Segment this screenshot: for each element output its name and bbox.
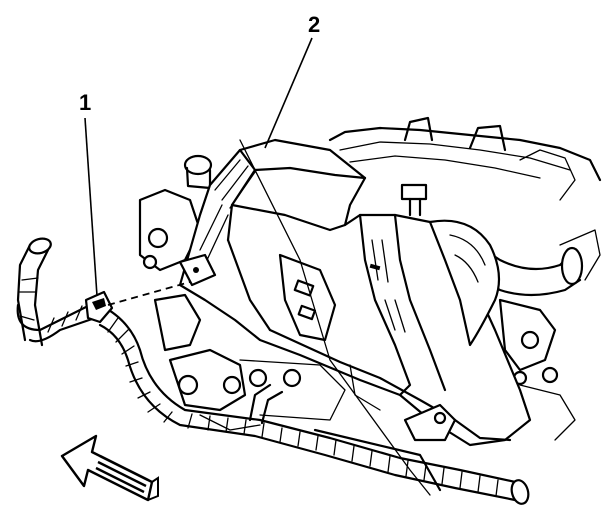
callout-2-label: 2 [308,12,320,37]
wiring-harness [16,139,530,505]
engine-background-components [138,116,602,441]
alignment-dashed-line [107,281,191,306]
engine-cover-housing [178,138,532,447]
wiring-harness-clip [84,290,114,324]
callout-1-leader [84,117,98,297]
direction-arrow-icon [60,434,159,502]
callout-1-label: 1 [79,90,91,115]
callout-2-leader [264,37,313,149]
